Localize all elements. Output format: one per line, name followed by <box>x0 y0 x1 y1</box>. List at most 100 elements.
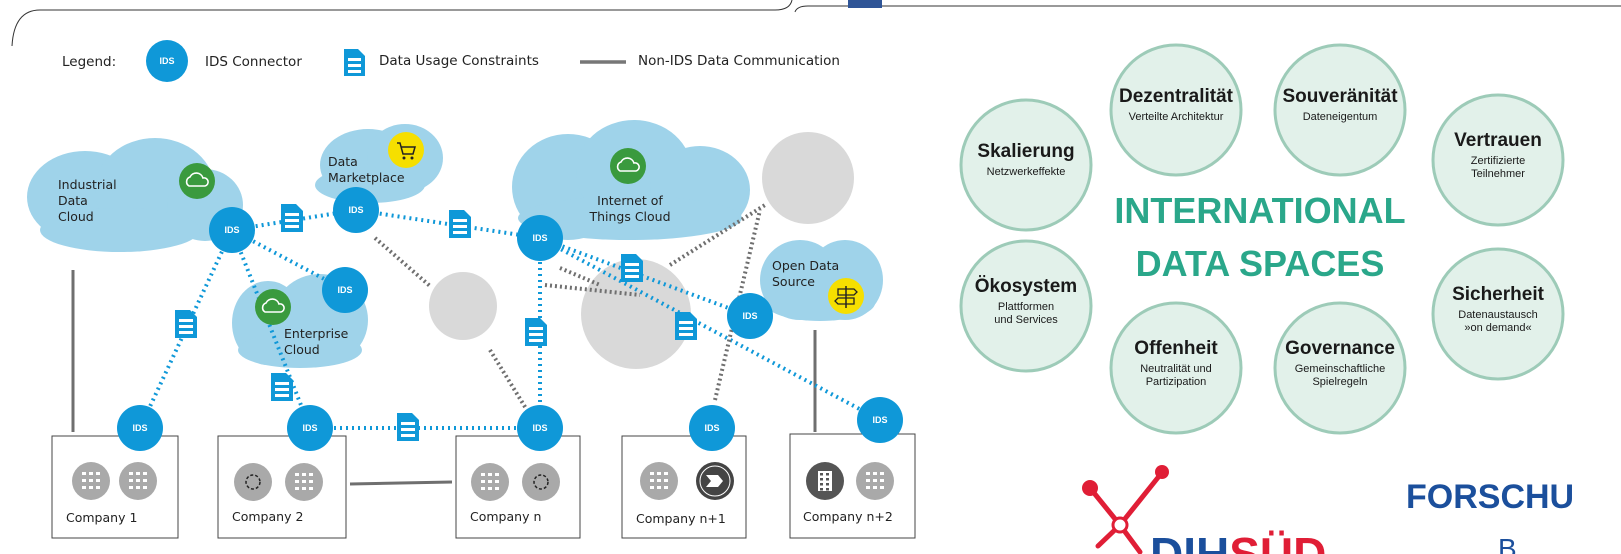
pillar-subtitle: Verteilte Architektur <box>1129 111 1224 123</box>
grey-node-small <box>429 272 497 340</box>
legend-ids-connector-icon: IDS <box>146 40 188 82</box>
legend-title: Legend: <box>62 54 116 70</box>
dih-sued-logo: DIHSÜD <box>1082 465 1326 554</box>
ids-dotted-link-9 <box>539 236 881 422</box>
grey-node-top <box>762 132 854 224</box>
cloud-icon <box>179 163 215 199</box>
ids-connector-node: IDS <box>857 397 903 443</box>
pillar-subtitle: Spielregeln <box>1312 376 1367 388</box>
ids-connector-node: IDS <box>517 215 563 261</box>
factory-icon <box>285 463 323 501</box>
non-ids-dotted-link-5 <box>668 203 767 267</box>
pillar-subtitle: Plattformen <box>998 301 1054 313</box>
legend-document-icon <box>344 49 365 76</box>
pillar-subtitle: Datenaustausch <box>1458 309 1538 321</box>
company-n-plus-2-label: Company n+2 <box>803 509 893 524</box>
pillar-subtitle: Dateneigentum <box>1303 111 1378 123</box>
pillar-subtitle: Gemeinschaftliche <box>1295 363 1386 375</box>
svg-text:IDS: IDS <box>224 225 239 235</box>
company-1-label: Company 1 <box>66 510 137 525</box>
ids-connector-node: IDS <box>689 405 735 451</box>
pillar-subtitle: und Services <box>994 314 1058 326</box>
svg-text:IDS: IDS <box>704 423 719 433</box>
shopping-cart-icon <box>388 132 424 168</box>
forschung-logo-text: FORSCHU <box>1406 478 1574 516</box>
ids-connector-node: IDS <box>322 267 368 313</box>
pillar-title: Offenheit <box>1134 338 1218 359</box>
gear-icon <box>234 463 272 501</box>
svg-text:IDS: IDS <box>532 233 547 243</box>
non-ids-dotted-link-3 <box>559 266 601 287</box>
legend-non-ids-label: Non-IDS Data Communication <box>638 53 840 69</box>
non-ids-dotted-link-4 <box>544 283 641 297</box>
svg-text:IDS: IDS <box>159 56 174 66</box>
pillar-title: Sicherheit <box>1452 284 1545 305</box>
ids-title-line-1: INTERNATIONAL <box>1114 190 1405 231</box>
document-icon <box>675 312 697 340</box>
document-icon <box>621 254 643 282</box>
company-n-plus-1-label: Company n+1 <box>636 511 726 526</box>
ids-dotted-link-2 <box>355 208 541 240</box>
ids-connector-node: IDS <box>333 187 379 233</box>
pillar-subtitle: Neutralität und <box>1140 363 1212 375</box>
pillar-subtitle: Teilnehmer <box>1471 168 1525 180</box>
pillar-title: Souveränität <box>1282 86 1398 107</box>
cloud-icon <box>610 148 646 184</box>
factory-icon <box>640 462 678 500</box>
legend-constraints-label: Data Usage Constraints <box>379 53 539 69</box>
pillar-subtitle: Zertifizierte <box>1471 155 1525 167</box>
pillar-title: Vertrauen <box>1454 130 1542 151</box>
document-icon <box>449 210 471 238</box>
iot-cloud <box>512 120 750 240</box>
document-icon <box>175 310 197 338</box>
document-icon <box>281 204 303 232</box>
document-icon <box>525 318 547 346</box>
non-ids-dotted-link-1 <box>373 236 432 288</box>
non-ids-dotted-link-2 <box>488 348 532 417</box>
ids-connector-node: IDS <box>287 405 333 451</box>
pillar-subtitle: Netzwerkeffekte <box>987 166 1066 178</box>
ids-connector-node: IDS <box>517 405 563 451</box>
svg-text:IDS: IDS <box>337 285 352 295</box>
cloud-icon <box>255 289 291 325</box>
factory-icon <box>72 462 110 500</box>
pillar-title: Dezentralität <box>1119 86 1234 107</box>
svg-text:IDS: IDS <box>742 311 757 321</box>
pillar-title: Ökosystem <box>975 276 1077 297</box>
dih-logo-text: DIHSÜD <box>1150 528 1326 554</box>
ids-dotted-link-8 <box>539 236 751 318</box>
pillar-title: Governance <box>1285 338 1395 359</box>
company-2-label: Company 2 <box>232 509 303 524</box>
ids-connector-node: IDS <box>117 405 163 451</box>
ids-connector-node: IDS <box>209 207 255 253</box>
pillar-subtitle: Partizipation <box>1146 376 1207 388</box>
data-exchange-icon <box>696 462 734 500</box>
ids-title-line-2: DATA SPACES <box>1136 243 1385 284</box>
grey-node-large <box>581 259 691 369</box>
signpost-icon <box>828 278 864 314</box>
legend-ids-connector-label: IDS Connector <box>205 54 302 70</box>
svg-text:IDS: IDS <box>132 423 147 433</box>
document-icon <box>271 373 293 401</box>
svg-text:IDS: IDS <box>872 415 887 425</box>
left-frame-line <box>11 0 793 47</box>
factory-icon <box>119 462 157 500</box>
top-blue-tab <box>848 0 882 8</box>
company-n-label: Company n <box>470 509 541 524</box>
factory-icon <box>856 462 894 500</box>
pillar-title: Skalierung <box>977 141 1074 162</box>
forschung-logo-sub: B <box>1498 533 1517 554</box>
pillar-subtitle: »on demand« <box>1464 322 1531 334</box>
